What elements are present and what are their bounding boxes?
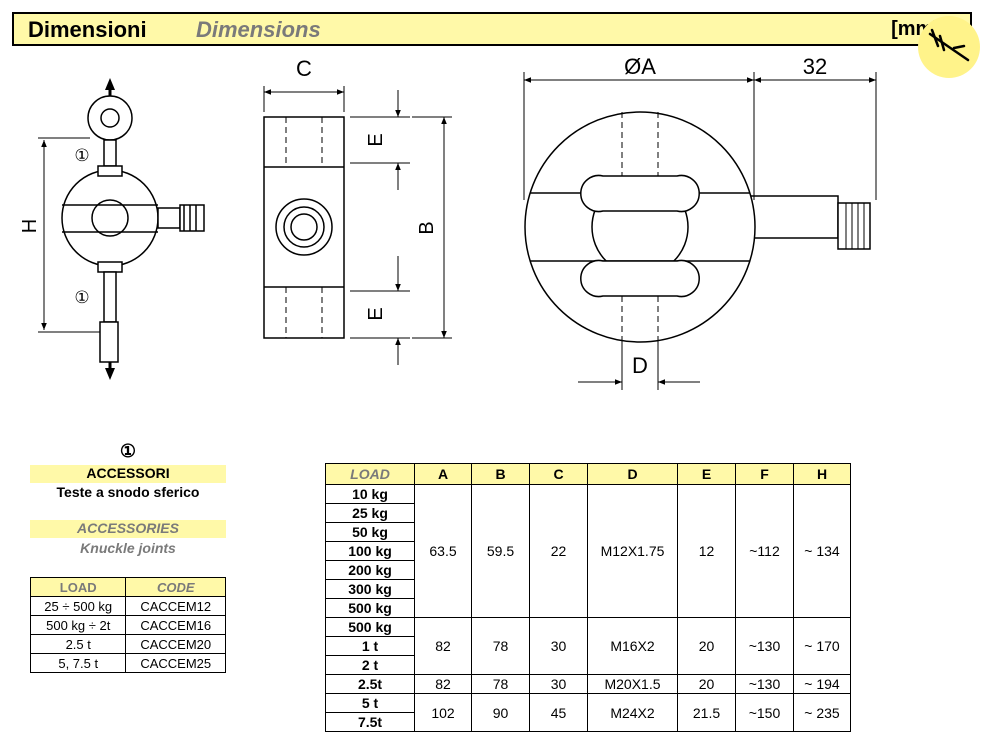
value-H: ~ 134 (793, 484, 851, 618)
arrow-down-icon (105, 368, 115, 380)
value-E: 21.5 (677, 693, 736, 732)
accessories-subtitle-it: Teste a snodo sferico (56, 484, 200, 500)
load-cell: 7.5t (325, 712, 415, 732)
section-header: Dimensioni Dimensions [mm] (12, 12, 972, 46)
header-H: H (793, 463, 851, 485)
value-B: 59.5 (471, 484, 530, 618)
table-row: 500 kg 82 78 30 M16X2 20 ~130 ~ 170 (325, 617, 851, 675)
arrow-up-icon (105, 78, 115, 90)
title-italian: Dimensioni (28, 17, 147, 42)
header-D: D (587, 463, 678, 485)
dim-H-label: H (19, 219, 41, 233)
accessory-marker: ① (119, 441, 137, 461)
value-A: 63.5 (414, 484, 472, 618)
accessories-title-it: ACCESSORI (30, 465, 226, 483)
value-D: M20X1.5 (587, 674, 678, 694)
table-row: 200 kg (325, 560, 851, 580)
assembly-side-view (61, 95, 205, 363)
table-row: 5 t 102 90 45 M24X2 21.5 ~150 ~ 235 (325, 693, 851, 732)
dim-C-label: C (296, 56, 312, 81)
dim-E-bottom-label: E (365, 307, 387, 320)
dim-B-label: B (416, 221, 438, 234)
value-A: 102 (414, 693, 472, 732)
caliper-icon (918, 16, 980, 78)
acc-header-code: CODE (125, 577, 226, 597)
acc-code-cell: CACCEM12 (125, 596, 226, 616)
value-D: M16X2 (587, 617, 678, 675)
acc-load-cell: 500 kg ÷ 2t (29, 615, 127, 635)
load-cell: 25 kg (325, 503, 415, 523)
table-row: 2.5t 82 78 30 M20X1.5 20 ~130 ~ 194 (325, 674, 851, 694)
acc-load-cell: 5, 7.5 t (29, 653, 127, 673)
header-A: A (414, 463, 472, 485)
value-H: ~ 170 (793, 617, 851, 675)
value-A: 82 (414, 617, 472, 675)
table-row: 500 kg (325, 598, 851, 618)
load-cell: 300 kg (325, 579, 415, 599)
acc-code-cell: CACCEM25 (125, 653, 226, 673)
value-B: 90 (471, 693, 530, 732)
acc-header-load: LOAD (29, 577, 127, 597)
dim-D-label: D (632, 353, 648, 378)
load-cell: 200 kg (325, 560, 415, 580)
table-row: 7.5t (325, 712, 851, 732)
table-row: 50 kg (325, 522, 851, 542)
load-cell: 2 t (325, 655, 415, 675)
value-F: ~112 (735, 484, 794, 618)
table-row: 10 kg 63.5 59.5 22 M12X1.75 12 ~112 ~ 13… (325, 484, 851, 618)
value-F: ~150 (735, 693, 794, 732)
value-E: 12 (677, 484, 736, 618)
cell-side-view (263, 116, 345, 339)
table-row: 25 ÷ 500 kg CACCEM12 (29, 596, 226, 616)
value-H: ~ 194 (793, 674, 851, 694)
value-E: 20 (677, 617, 736, 675)
table-row: 2.5 t CACCEM20 (29, 634, 226, 654)
value-D: M24X2 (587, 693, 678, 732)
table-row: 500 kg ÷ 2t CACCEM16 (29, 615, 226, 635)
accessories-subtitle-en: Knuckle joints (80, 540, 176, 556)
table-row: 1 t (325, 636, 851, 656)
accessory-marker-top: ① (74, 146, 89, 165)
cell-front-view (524, 111, 871, 343)
accessories-title-en: ACCESSORIES (30, 520, 226, 538)
acc-load-cell: 25 ÷ 500 kg (29, 596, 127, 616)
header-F: F (735, 463, 794, 485)
dim-32-label: 32 (803, 54, 827, 79)
dim-A-label: ØA (624, 54, 656, 79)
acc-code-cell: CACCEM20 (125, 634, 226, 654)
value-F: ~130 (735, 674, 794, 694)
header-load: LOAD (325, 463, 415, 485)
title-english: Dimensions (196, 17, 321, 42)
load-cell: 1 t (325, 636, 415, 656)
value-H: ~ 235 (793, 693, 851, 732)
dim-E-top-label: E (365, 133, 387, 146)
value-B: 78 (471, 674, 530, 694)
header-E: E (677, 463, 736, 485)
header-B: B (471, 463, 530, 485)
load-cell: 5 t (325, 693, 415, 713)
acc-load-cell: 2.5 t (29, 634, 127, 654)
load-cell: 500 kg (325, 598, 415, 618)
value-A: 82 (414, 674, 472, 694)
load-cell: 50 kg (325, 522, 415, 542)
value-C: 45 (529, 693, 588, 732)
load-cell: 100 kg (325, 541, 415, 561)
dimension-drawing: H ① ① C E E B (19, 54, 877, 390)
accessory-marker-bottom: ① (74, 288, 89, 307)
value-B: 78 (471, 617, 530, 675)
table-row: 5, 7.5 t CACCEM25 (29, 653, 226, 673)
value-D: M12X1.75 (587, 484, 678, 618)
header-C: C (529, 463, 588, 485)
value-E: 20 (677, 674, 736, 694)
load-cell: 10 kg (325, 484, 415, 504)
value-C: 30 (529, 617, 588, 675)
load-cell: 500 kg (325, 617, 415, 637)
accessories-table: LOAD CODE 25 ÷ 500 kg CACCEM12 500 kg ÷ … (29, 577, 226, 673)
value-C: 30 (529, 674, 588, 694)
dimensions-table: LOAD A B C D E F H 10 kg 63.5 59.5 22 M1… (325, 463, 851, 732)
acc-code-cell: CACCEM16 (125, 615, 226, 635)
load-cell: 2.5t (325, 674, 415, 694)
value-C: 22 (529, 484, 588, 618)
value-F: ~130 (735, 617, 794, 675)
